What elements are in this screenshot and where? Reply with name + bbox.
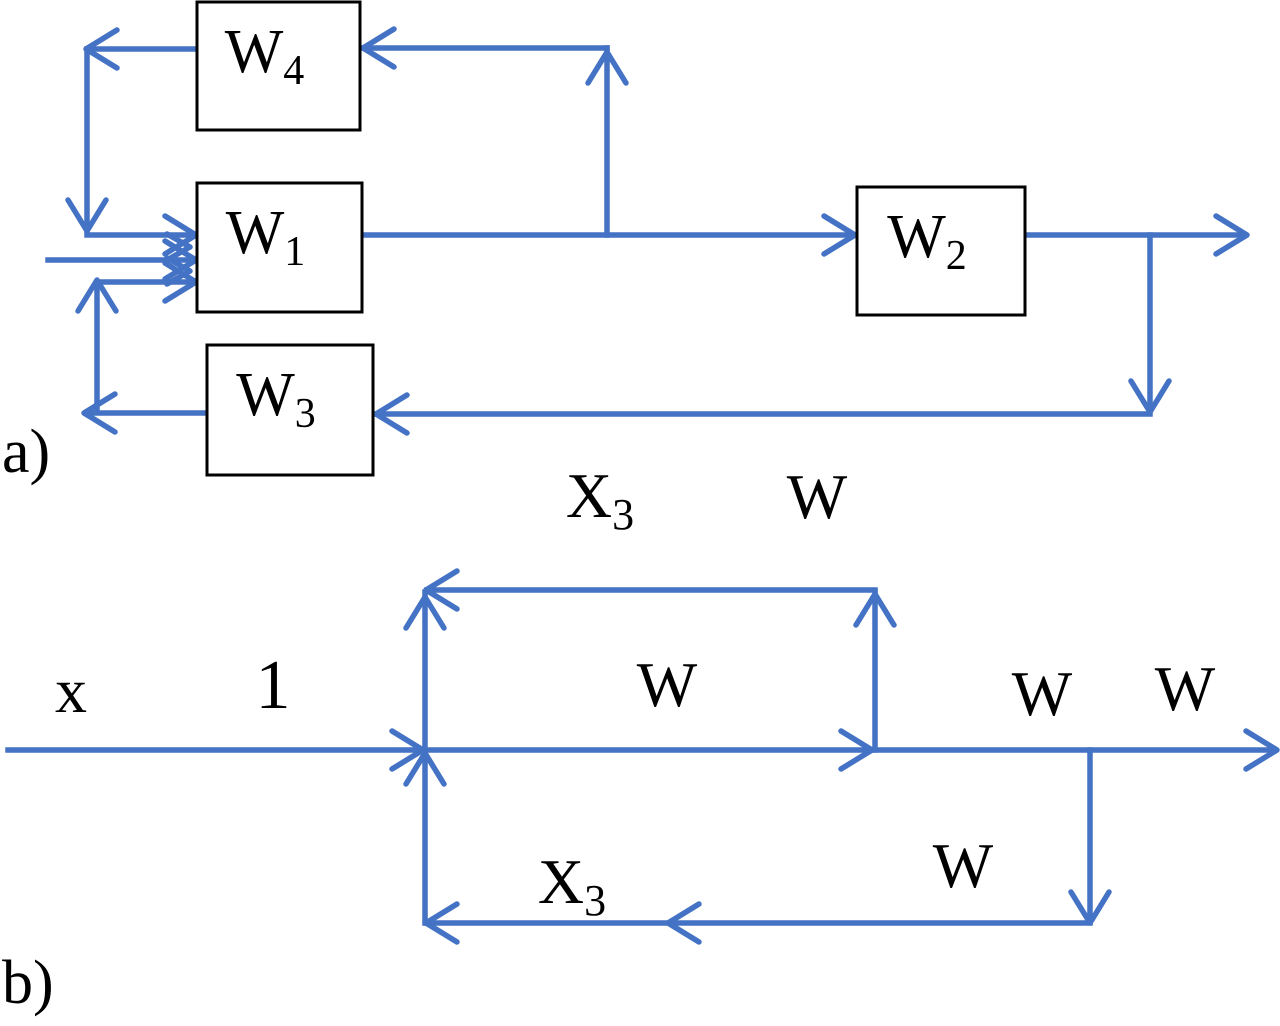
block-w1 <box>195 181 364 314</box>
block-w3-label: W3 <box>236 361 316 437</box>
label-1-b: 1 <box>256 647 291 724</box>
arrowhead-w3-in <box>373 392 410 436</box>
arrowhead-out-down <box>1128 378 1172 415</box>
label-x-b: x <box>55 655 87 726</box>
arrowhead-w3-loop-up <box>75 277 119 314</box>
label-w-mid: W <box>1012 658 1073 729</box>
arrowhead-upper-top-end <box>423 568 460 612</box>
arrowhead-upper-right-top <box>853 591 897 628</box>
arrowhead-tap-up <box>585 49 629 86</box>
label-x3-a: X3 <box>566 460 634 539</box>
label-w-lower: W <box>933 830 994 901</box>
arrowhead-return-end <box>423 901 460 945</box>
arrowhead-lower-down <box>1068 889 1112 926</box>
arrowhead-left-down <box>65 197 109 234</box>
arrowhead-node1-up <box>403 750 447 787</box>
label-w-upper: W <box>637 649 698 720</box>
panel-label-a: a) <box>2 418 50 486</box>
arrowhead-w2-in <box>821 213 858 257</box>
arrowhead-node2-in <box>838 728 875 772</box>
label-w-a: W <box>787 461 848 532</box>
arrowhead-w4-in <box>360 26 397 70</box>
arrowhead-node1-in <box>389 728 426 772</box>
block-w4-label: W4 <box>225 18 305 94</box>
block-w2-label: W2 <box>887 203 967 279</box>
block-w1-label: W1 <box>226 199 306 275</box>
block-w4 <box>195 0 362 132</box>
arrowhead-w1-extra-1 <box>164 231 193 263</box>
arrowhead-w1-extra-2 <box>164 255 193 287</box>
arrowhead-w4-out-end <box>83 27 120 71</box>
arrowhead-w3-out-end <box>81 391 118 435</box>
arrowhead-main-out <box>1243 728 1280 772</box>
arrowhead-upper-left-top <box>403 594 447 631</box>
arrowhead-w2-out-end <box>1213 213 1250 257</box>
label-w-out: W <box>1155 653 1216 724</box>
panel-label-b: b) <box>2 949 54 1017</box>
arrowhead-return-mid <box>665 901 702 945</box>
label-x3-b: X3 <box>538 846 606 925</box>
block-w3 <box>205 343 375 477</box>
block-w2 <box>855 185 1027 317</box>
